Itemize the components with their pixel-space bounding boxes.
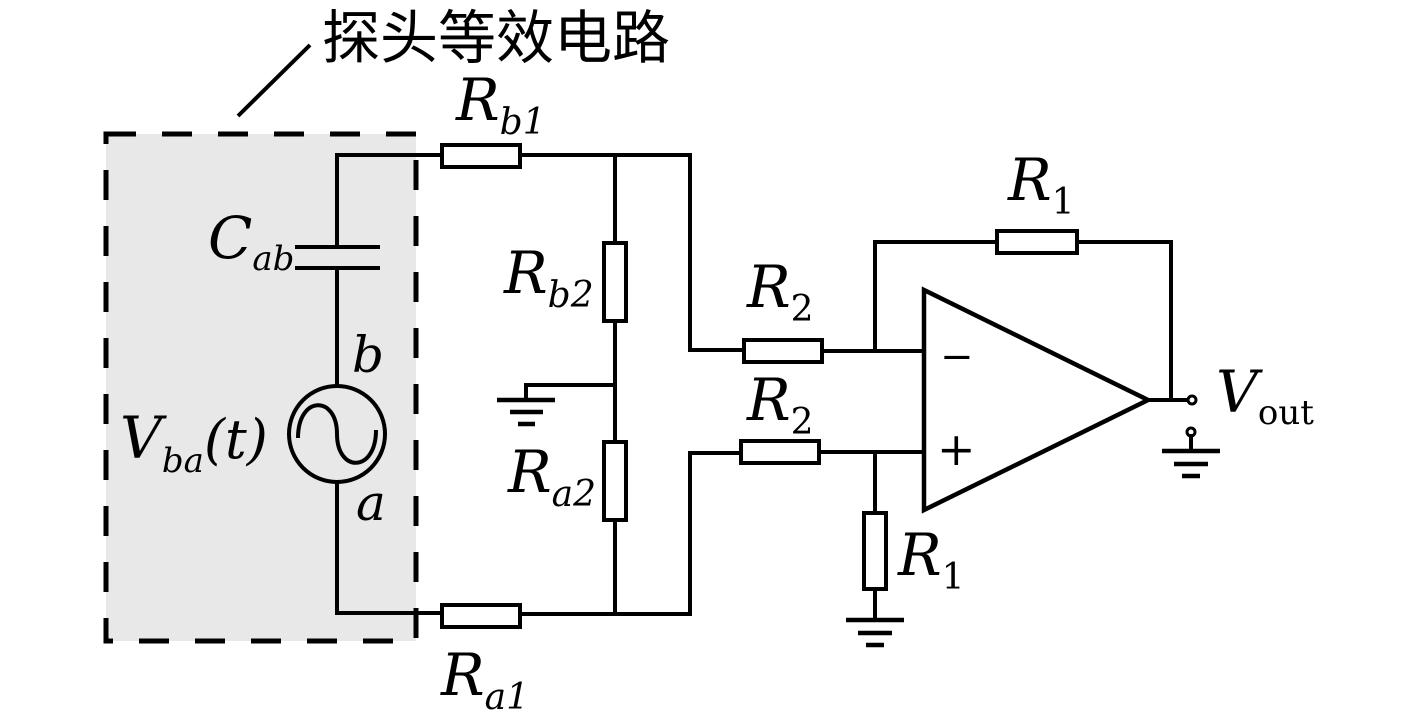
- resistor-rb1: [440, 143, 522, 169]
- resistor-r2-bottom: [739, 439, 821, 465]
- resistor-rb2: [602, 241, 628, 323]
- wire-feedback-right: [1075, 240, 1173, 402]
- wire-mid-ground: [524, 383, 617, 402]
- resistor-ra1: [440, 603, 522, 629]
- label-node-a: a: [356, 474, 386, 532]
- resistor-ra2: [602, 440, 628, 522]
- wire-bottom-left: [335, 480, 444, 615]
- resistor-r1-feedback: [995, 229, 1079, 255]
- label-ra1: Ra1: [440, 641, 529, 716]
- probe-box-fill: [106, 134, 416, 641]
- wire-top-left: [335, 153, 444, 249]
- label-r1-ground: R1: [897, 521, 965, 598]
- label-vout: Vout: [1216, 358, 1314, 433]
- label-r2-top: R2: [746, 253, 814, 330]
- opamp-minus-sign: −: [940, 334, 974, 380]
- label-r2-bottom: R2: [746, 366, 814, 443]
- probe-title: 探头等效电路: [322, 4, 670, 72]
- opamp-plus-sign: +: [937, 422, 976, 476]
- title-leader-line: [236, 43, 312, 118]
- probe-box-border: [103, 131, 419, 644]
- label-rb2: Rb2: [503, 239, 594, 316]
- resistor-r2-top: [742, 338, 824, 364]
- sine-wave-icon: [296, 403, 378, 465]
- label-cab: Cab: [208, 204, 294, 279]
- label-r1-feedback: R1: [1007, 146, 1075, 223]
- label-vba: Vba(t): [120, 404, 268, 481]
- opamp-icon: [921, 286, 1154, 514]
- output-terminal-icon: [1186, 394, 1198, 406]
- wire-top-bridge: [518, 153, 746, 352]
- ground-icon-r1: [846, 617, 904, 648]
- label-node-b: b: [352, 326, 384, 384]
- ground-icon-mid: [497, 397, 555, 427]
- wire-feedback-left: [873, 240, 999, 353]
- label-ra2: Ra2: [507, 438, 596, 515]
- resistor-r1-ground: [862, 511, 888, 591]
- wire-bottom-bridge: [518, 451, 743, 616]
- ground-icon-output: [1162, 448, 1220, 479]
- label-rb1: Rb1: [455, 66, 546, 143]
